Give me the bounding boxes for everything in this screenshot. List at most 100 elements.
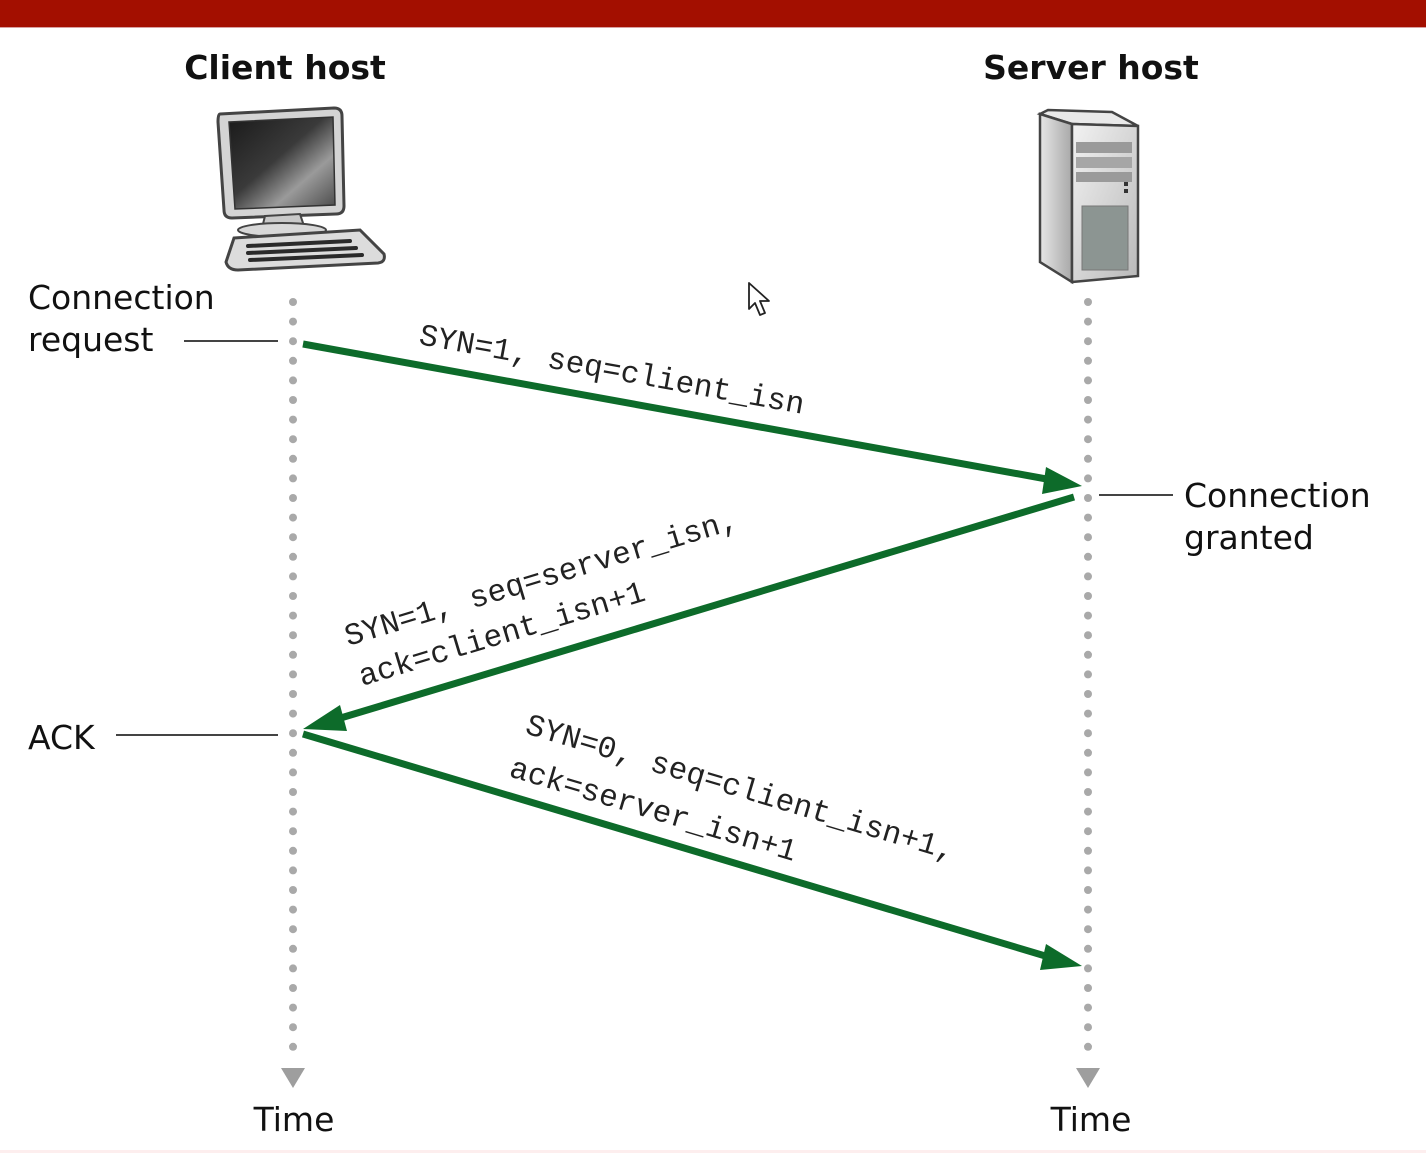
client-time-label: Time [253, 1100, 335, 1139]
synack-message-arrow [303, 493, 1076, 731]
connection-granted-label-line2: granted [1184, 518, 1314, 557]
timeline-dot [289, 1023, 297, 1032]
timeline-dot [289, 944, 297, 953]
timeline-dot [289, 376, 297, 385]
connection-request-label-line1: Connection [28, 278, 215, 317]
title-bar [0, 0, 1426, 28]
server-time-arrowhead-icon [1076, 1068, 1100, 1088]
timeline-dot [289, 631, 297, 640]
ack-message-arrow [301, 730, 1082, 970]
timeline-dot [1084, 807, 1092, 816]
timeline-dot [289, 807, 297, 816]
timeline-dot [289, 552, 297, 561]
timeline-dot [289, 298, 297, 306]
timeline-dot [289, 337, 297, 346]
timeline-dot [1084, 298, 1092, 306]
timeline-dot [289, 729, 297, 738]
ack-label: ACK [28, 718, 96, 757]
timeline-dot [1084, 513, 1092, 522]
timeline-dot [289, 788, 297, 796]
client-timeline [289, 298, 297, 1051]
timeline-dot [1084, 552, 1092, 561]
timeline-dot [289, 690, 297, 698]
timeline-dot [289, 846, 297, 855]
timeline-dot [1084, 768, 1092, 777]
bottom-edge [0, 1150, 1426, 1153]
timeline-dot [1084, 592, 1092, 600]
connection-granted-label-line1: Connection [1184, 476, 1371, 515]
timeline-dot [1084, 886, 1092, 894]
timeline-dot [1084, 317, 1092, 326]
desktop-computer-icon [216, 106, 386, 272]
timeline-dot [1084, 827, 1092, 836]
timeline-dot [1084, 729, 1092, 738]
timeline-dot [289, 866, 297, 875]
timeline-dot [1084, 1023, 1092, 1032]
timeline-dot [1084, 396, 1092, 404]
timeline-dot [1084, 494, 1092, 502]
timeline-dot [1084, 670, 1092, 679]
connection-request-label-line2: request [28, 320, 154, 359]
timeline-dot [1084, 415, 1092, 424]
timeline-dot [1084, 788, 1092, 796]
timeline-dot [1084, 611, 1092, 620]
timeline-dot [289, 592, 297, 600]
timeline-dot [289, 964, 297, 973]
ack-arrowhead-icon [1040, 944, 1082, 970]
mouse-pointer-icon [748, 282, 770, 316]
server-time-label: Time [1050, 1100, 1132, 1139]
timeline-dot [1084, 690, 1092, 698]
timeline-dot [1084, 984, 1092, 992]
timeline-dot [1084, 866, 1092, 875]
timeline-dot [1084, 709, 1092, 718]
timeline-dot [289, 768, 297, 777]
client-time-arrowhead-icon [281, 1068, 305, 1088]
timeline-dot [289, 435, 297, 444]
synack-arrowhead-icon [303, 705, 347, 731]
timeline-dot [289, 533, 297, 542]
timeline-dot [1084, 964, 1092, 973]
timeline-dot [289, 827, 297, 836]
timeline-dot [1084, 533, 1092, 542]
timeline-dot [1084, 337, 1092, 346]
timeline-dot [1084, 454, 1092, 463]
timeline-dot [289, 670, 297, 679]
timeline-dot [289, 396, 297, 404]
timeline-dot [289, 1003, 297, 1012]
timeline-dot [1084, 905, 1092, 914]
timeline-dot [289, 356, 297, 365]
timeline-dot [1084, 631, 1092, 640]
timeline-dot [1084, 376, 1092, 385]
timeline-dot [1084, 356, 1092, 365]
timeline-dot [289, 474, 297, 483]
timeline-dot [1084, 846, 1092, 855]
server-timeline [1084, 298, 1092, 1051]
server-tower-icon [1036, 108, 1140, 285]
timeline-dot [1084, 572, 1092, 581]
timeline-dot [289, 650, 297, 659]
timeline-dot [289, 611, 297, 620]
timeline-dot [1084, 650, 1092, 659]
timeline-dot [289, 1042, 297, 1051]
timeline-dot [1084, 435, 1092, 444]
timeline-dot [289, 925, 297, 934]
timeline-dot [289, 905, 297, 914]
timeline-dot [289, 886, 297, 894]
syn-message-label: SYN=1, seq=client_isn [416, 319, 807, 423]
timeline-dot [1084, 925, 1092, 934]
server-host-title: Server host [983, 48, 1199, 87]
timeline-dot [1084, 474, 1092, 483]
timeline-dot [1084, 748, 1092, 757]
timeline-dot [1084, 1042, 1092, 1051]
timeline-dot [289, 415, 297, 424]
timeline-dot [289, 513, 297, 522]
timeline-dot [289, 454, 297, 463]
timeline-dot [289, 748, 297, 757]
timeline-dot [1084, 1003, 1092, 1012]
timeline-dot [289, 317, 297, 326]
timeline-dot [289, 494, 297, 502]
timeline-dot [1084, 944, 1092, 953]
timeline-dot [289, 984, 297, 992]
client-host-title: Client host [184, 48, 386, 87]
